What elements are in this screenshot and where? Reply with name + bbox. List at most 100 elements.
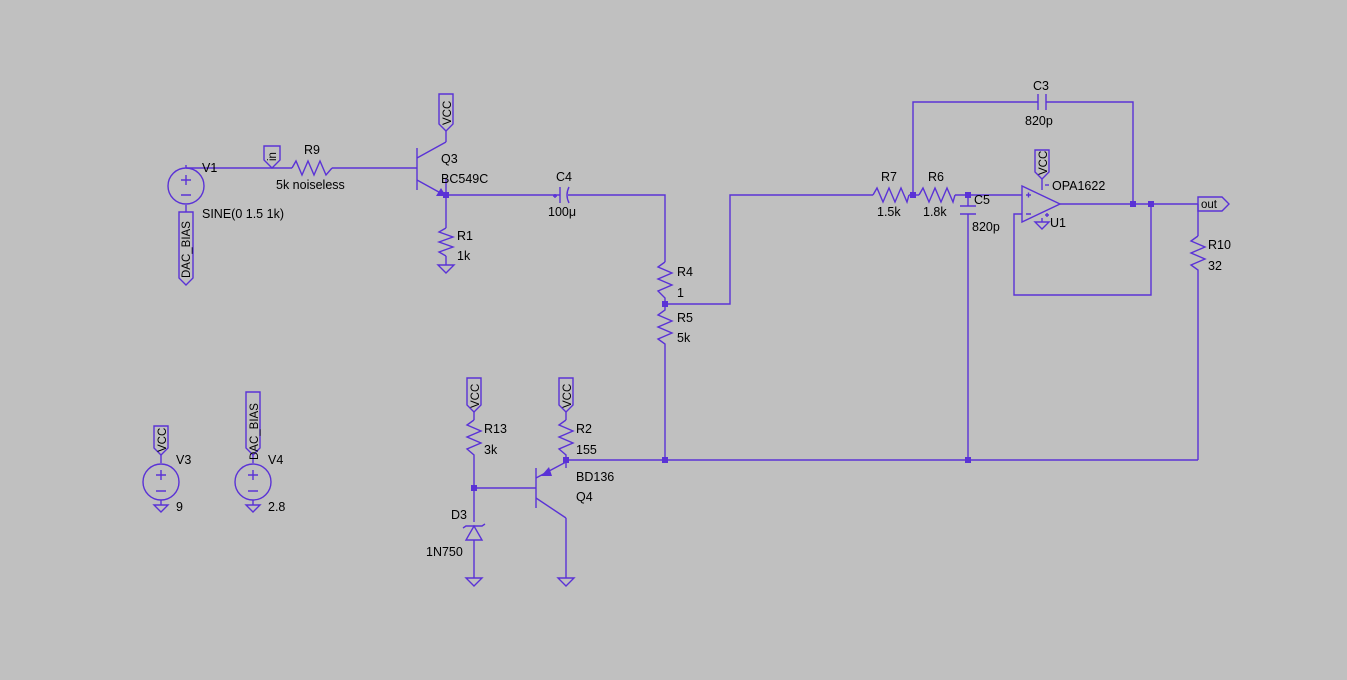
wire-opamp-neg-feedback[interactable] [1013, 204, 1152, 296]
ground-icon [436, 264, 456, 274]
r6-value: 1.8k [923, 205, 947, 219]
q4-value: BD136 [576, 470, 614, 484]
r7-name: R7 [881, 170, 897, 184]
c4-value: 100μ [548, 205, 576, 219]
v1-name: V1 [202, 161, 217, 175]
capacitor-c3[interactable]: C3 820p [1025, 79, 1053, 128]
capacitor-c4[interactable]: C4 100μ [548, 170, 576, 219]
r9-name: R9 [304, 143, 320, 157]
opamp-icon [1021, 184, 1062, 224]
resistor-icon [872, 186, 910, 205]
q3-value: BC549C [441, 172, 488, 186]
ground-icon [244, 504, 262, 513]
r5-value: 5k [677, 331, 691, 345]
in-label: in [267, 152, 279, 161]
resistor-icon [1189, 235, 1207, 274]
resistor-icon [465, 419, 483, 457]
zener-diode-icon [464, 524, 484, 541]
flag-label: VCC [1038, 151, 1050, 175]
r13-value: 3k [484, 443, 498, 457]
junctions [443, 192, 1154, 491]
junction-dot [965, 457, 971, 463]
q4-name: Q4 [576, 490, 593, 504]
transistor-q3[interactable]: Q3 BC549C [416, 141, 488, 197]
resistor-r10[interactable]: R10 32 [1189, 235, 1231, 274]
flag-label: DAC_BIAS [249, 403, 261, 460]
junction-dot [471, 485, 477, 491]
u1-name: U1 [1050, 216, 1066, 230]
resistor-icon [291, 159, 333, 177]
resistor-icon [557, 419, 575, 457]
r10-name: R10 [1208, 238, 1231, 252]
net-label-in[interactable]: in [263, 145, 281, 169]
wire-r4-r7[interactable] [665, 194, 873, 305]
resistor-r1[interactable]: R1 1k [436, 227, 473, 263]
c3-value: 820p [1025, 114, 1053, 128]
net-flag-vcc-v3[interactable]: VCC [153, 425, 169, 456]
resistor-r7[interactable]: R7 1.5k [872, 170, 910, 219]
r5-name: R5 [677, 311, 693, 325]
flag-label: DAC_BIAS [181, 221, 193, 278]
r4-name: R4 [677, 265, 693, 279]
d3-name: D3 [451, 508, 467, 522]
resistor-icon [656, 261, 674, 304]
c5-value: 820p [972, 220, 1000, 234]
r9-value: 5k noiseless [276, 178, 345, 192]
ground-icon [1033, 221, 1051, 230]
out-label: out [1201, 199, 1218, 211]
flag-label: VCC [470, 384, 482, 408]
c4-name: C4 [556, 170, 572, 184]
resistor-r4[interactable]: R4 1 [656, 261, 693, 304]
junction-dot [1130, 201, 1136, 207]
net-flag-dac-bias-v4[interactable]: DAC_BIAS [245, 391, 261, 460]
wire-c3-feedback[interactable] [912, 101, 1134, 204]
net-flag-vcc-r13[interactable]: VCC [466, 377, 482, 413]
net-flag-dac-bias-v1[interactable]: DAC_BIAS [178, 211, 194, 286]
resistor-icon [436, 227, 456, 257]
junction-dot [563, 457, 569, 463]
net-label-out[interactable]: out [1197, 196, 1230, 212]
v4-name: V4 [268, 453, 283, 467]
junction-dot [1148, 201, 1154, 207]
voltage-source-icon [167, 167, 205, 205]
v1-value: SINE(0 1.5 1k) [202, 207, 284, 221]
capacitor-icon [960, 205, 976, 215]
source-v3[interactable]: V3 9 [142, 453, 191, 514]
source-v1[interactable]: V1 SINE(0 1.5 1k) [167, 161, 284, 221]
net-flag-vcc-q3[interactable]: VCC [438, 93, 454, 132]
c3-name: C3 [1033, 79, 1049, 93]
junction-dot [443, 192, 449, 198]
u1-value: OPA1622 [1052, 179, 1105, 193]
capacitor-icon [1037, 94, 1047, 110]
r7-value: 1.5k [877, 205, 901, 219]
r2-name: R2 [576, 422, 592, 436]
resistor-r13[interactable]: R13 3k [465, 419, 507, 457]
voltage-source-icon [142, 463, 180, 501]
flag-label: VCC [442, 101, 454, 125]
r4-value: 1 [677, 286, 684, 300]
resistor-r5[interactable]: R5 5k [656, 304, 693, 348]
r1-name: R1 [457, 229, 473, 243]
resistor-r2[interactable]: R2 155 [557, 419, 597, 457]
v4-value: 2.8 [268, 500, 285, 514]
source-v4[interactable]: V4 2.8 [234, 453, 285, 514]
net-flag-vcc-opamp[interactable]: VCC [1034, 149, 1050, 180]
r2-value: 155 [576, 443, 597, 457]
d3-value: 1N750 [426, 545, 463, 559]
wire-c4-r4[interactable] [568, 194, 666, 262]
transistor-q4[interactable]: BD136 Q4 [535, 461, 614, 519]
resistor-r6[interactable]: R6 1.8k [918, 170, 956, 219]
net-flag-vcc-r2[interactable]: VCC [558, 377, 574, 413]
resistor-r9[interactable]: R9 5k noiseless [276, 143, 345, 192]
v3-value: 9 [176, 500, 183, 514]
junction-dot [965, 192, 971, 198]
capacitor-c5[interactable]: C5 820p [960, 193, 1000, 234]
voltage-source-icon [234, 463, 272, 501]
flag-label: VCC [562, 384, 574, 408]
ground-icon [464, 577, 484, 587]
junction-dot [662, 457, 668, 463]
ground-icon [152, 504, 170, 513]
q3-name: Q3 [441, 152, 458, 166]
zener-d3[interactable]: D3 1N750 [426, 508, 486, 559]
